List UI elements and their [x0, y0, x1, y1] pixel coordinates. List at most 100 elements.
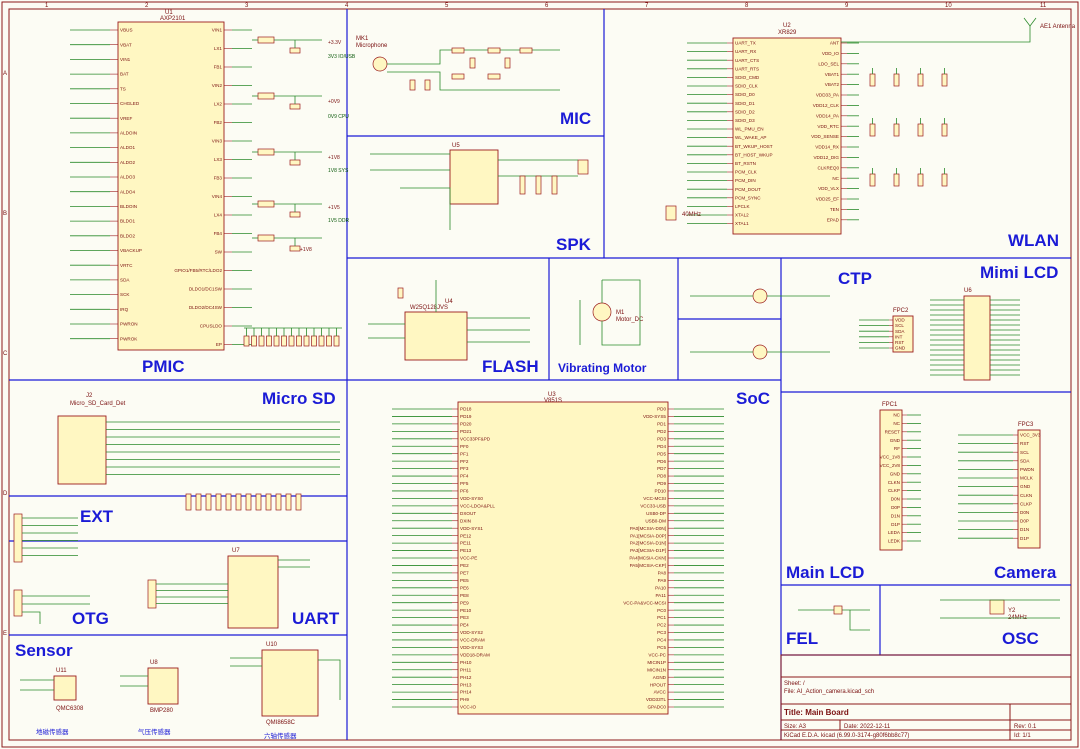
pin-label: UART_RTS — [735, 66, 759, 71]
pin-label: PWROK — [120, 336, 138, 341]
pin-label: PF0 — [460, 444, 469, 449]
flash-chip-ref: U4 — [445, 299, 453, 305]
pin-label: DLDO1/DC1SW — [189, 287, 223, 292]
main-lcd-ref: FPC1 — [882, 402, 898, 408]
pin-label: PF4 — [460, 474, 469, 479]
pmic-chip-ref: U1 — [165, 10, 173, 16]
output-rail-label: 3V3 IO/USB — [328, 54, 356, 60]
net-wire — [318, 659, 341, 700]
pin-label: PD4 — [657, 444, 666, 449]
flash-wiring — [368, 280, 530, 343]
left-ruler: A B C D E — [3, 71, 8, 637]
camera-connector-body — [1017, 429, 1041, 549]
capacitor-symbol — [289, 159, 301, 166]
ruler-top-label: 7 — [645, 3, 649, 9]
spk-wiring — [370, 153, 578, 230]
capacitor-symbol — [941, 173, 948, 187]
pin-label: PA10 — [655, 585, 666, 590]
pin-label: PCM_DIN — [735, 178, 756, 183]
antenna-icon — [1023, 17, 1037, 27]
pin-label: DXIN — [460, 518, 471, 523]
pin-label: PD8 — [657, 474, 666, 479]
output-rail-label: +0V9 — [328, 99, 340, 105]
pin-label: PC4 — [657, 638, 666, 643]
sd-card-body — [57, 415, 107, 485]
pin-label: LDO_SEL — [818, 61, 839, 66]
pin-label: LX2 — [214, 102, 223, 107]
pin-label: PE7 — [460, 571, 469, 576]
ruler-top-label: 8 — [745, 3, 749, 9]
pin-label: PC3 — [657, 630, 666, 635]
main-lcd-pins: NCNCRESETGNDRFVCC_1V8VCC_2V8GNDCLKNCLKPD… — [880, 413, 921, 544]
ext-block: EXT — [13, 507, 114, 563]
pin-label: SCL — [895, 323, 904, 328]
pin-label: PD2 — [657, 429, 666, 434]
pin-label: D0N — [891, 497, 900, 502]
pin-label: PCM_CLK — [735, 170, 758, 175]
inductor-symbol — [257, 200, 275, 208]
pin-label: PC1 — [657, 615, 666, 620]
section-title-vibrating-motor: Vibrating Motor — [558, 361, 647, 375]
otg-connector — [13, 589, 23, 617]
pin-label: SW — [215, 250, 223, 255]
pin-label: HPOUT — [650, 682, 666, 687]
pin-label: PE4 — [460, 623, 469, 628]
pin-label: PH14 — [460, 690, 472, 695]
speaker-connector — [577, 159, 589, 175]
title-block-id: Id: 1/1 — [1014, 733, 1031, 739]
section-dividers — [9, 9, 1071, 740]
pin-label: VDD25_EF — [816, 197, 839, 202]
fel-block: FEL — [786, 605, 870, 648]
mimi-lcd-connector-body — [963, 295, 991, 381]
net-wire — [400, 187, 451, 230]
pin-label: FB2 — [214, 120, 223, 125]
capacitor-symbol — [504, 57, 511, 69]
resistor-symbol — [487, 73, 501, 80]
ruler-left-label: E — [3, 631, 7, 637]
pin-label: BLDOIN — [120, 204, 137, 209]
capacitor-symbol — [869, 123, 876, 137]
resistor-symbol — [519, 47, 533, 54]
pin-label: PH13 — [460, 682, 472, 687]
esd-diode-symbol — [295, 493, 302, 511]
pin-label: CLKN — [888, 480, 900, 485]
spk-amp-ref: U5 — [452, 143, 460, 149]
mosfet-symbol — [752, 344, 768, 360]
pin-label: PH10 — [460, 660, 472, 665]
capacitor-symbol — [273, 335, 280, 347]
capacitor-symbol — [266, 335, 272, 347]
motor-symbol — [592, 302, 612, 322]
osc-crystal-ref: Y2 — [1008, 608, 1016, 614]
capacitor-symbol — [893, 173, 900, 187]
title-block-title: Title: Main Board — [784, 708, 849, 717]
pin-label: VBAT2 — [825, 82, 840, 87]
uart-chip-body — [227, 555, 279, 629]
section-title-ext: EXT — [80, 507, 114, 526]
pin-label: PA4[MCSIA-CKN] — [629, 556, 666, 561]
uart-chip-ref: U7 — [232, 548, 240, 554]
section-title-micro-sd: Micro SD — [262, 389, 336, 408]
pin-label: GND — [895, 346, 906, 351]
pin-label: VCC_1V8 — [880, 455, 901, 460]
pin-label: PA11 — [655, 593, 666, 598]
pin-label: MICIN1P — [647, 660, 666, 665]
pin-label: LEDK — [888, 539, 901, 544]
geomag-chip-ref: U11 — [56, 668, 67, 674]
pin-label: ALDOIN — [120, 131, 137, 136]
pin-label: VDD14_RX — [815, 145, 839, 150]
pin-label: VDD_IO — [822, 51, 840, 56]
output-rail-label: +1V5 — [328, 205, 340, 211]
pin-label: D0P — [1020, 519, 1029, 524]
pin-label: SDIO_D3 — [735, 118, 755, 123]
pin-label: D1N — [1020, 527, 1029, 532]
pin-label: VIN3 — [212, 139, 223, 144]
pin-label: GND — [890, 471, 901, 476]
wlan-right-pins: ANTVDD_IOLDO_SELVBAT1VBAT2VDD33_PAVDD12_… — [811, 41, 859, 222]
pmic-left-pins: VBUSVBATVIN1BATTSCHGLEDVREFALDOINALDO1AL… — [70, 28, 142, 341]
pin-label: CLKP — [888, 488, 900, 493]
pin-label: GND — [890, 438, 901, 443]
pmic-block: U1 AXP2101 VBUSVBATVIN1BATTSCHGLEDVREFAL… — [70, 10, 356, 376]
esd-diode-symbol — [245, 493, 252, 511]
